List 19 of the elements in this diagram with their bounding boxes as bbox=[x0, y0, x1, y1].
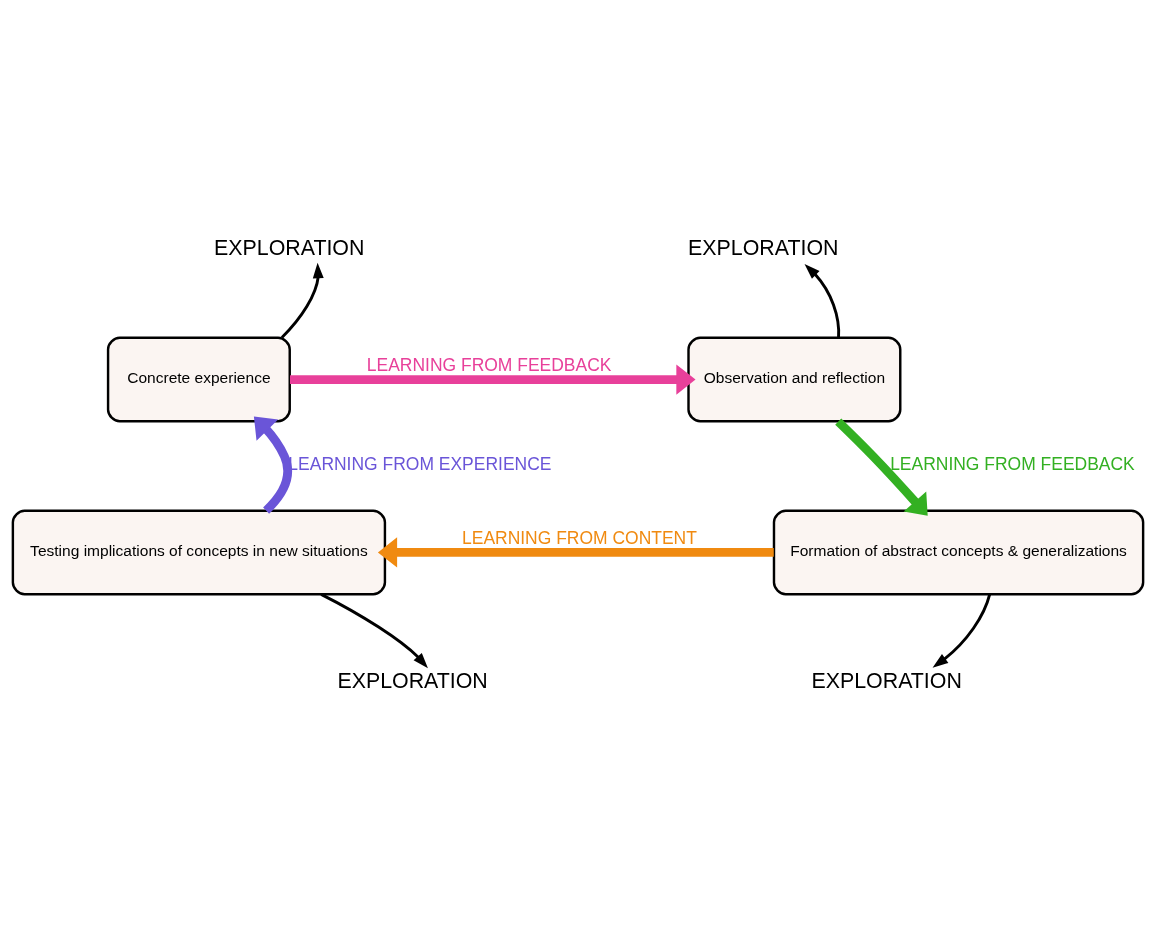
arrow bbox=[835, 418, 928, 516]
edge-label: LEARNING FROM CONTENT bbox=[462, 528, 697, 549]
node-box: Testing implications of concepts in new situations bbox=[11, 509, 387, 596]
arrow bbox=[320, 593, 428, 669]
arrow bbox=[253, 416, 292, 514]
arrow bbox=[804, 264, 841, 338]
node-text: EXPLORATION bbox=[688, 235, 839, 260]
node-box: Formation of abstract concepts & generalizations bbox=[772, 509, 1145, 596]
edge-label: LEARNING FROM FEEDBACK bbox=[366, 355, 612, 376]
arrow bbox=[280, 262, 324, 339]
node-text: EXPLORATION bbox=[214, 235, 365, 260]
arrow bbox=[377, 537, 774, 568]
node-text: EXPLORATION bbox=[811, 669, 962, 694]
arrow bbox=[932, 593, 992, 668]
arrow bbox=[290, 364, 696, 395]
node-box: Observation and reflection bbox=[687, 336, 902, 423]
node-text: EXPLORATION bbox=[337, 669, 488, 694]
edge-label: LEARNING FROM FEEDBACK bbox=[890, 454, 1135, 475]
node-box: Concrete experience bbox=[106, 336, 291, 423]
